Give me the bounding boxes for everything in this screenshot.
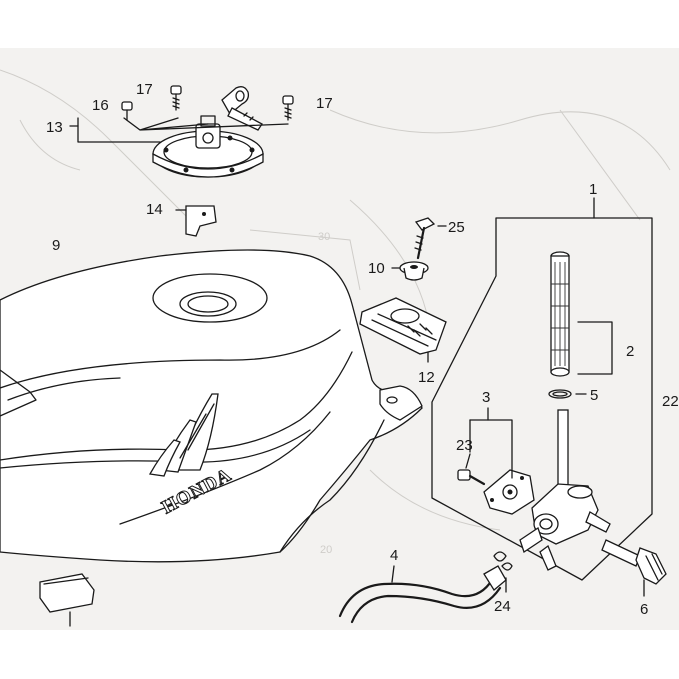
callout-2: 2 xyxy=(626,343,634,360)
screw-23 xyxy=(457,453,486,486)
o-ring-5 xyxy=(548,389,587,399)
bottom-left-part xyxy=(39,573,95,627)
petcock-valve xyxy=(519,409,611,571)
callout-16: 16 xyxy=(92,97,109,114)
callout-3: 3 xyxy=(482,389,490,406)
clip-14 xyxy=(175,205,217,237)
svg-text:30: 30 xyxy=(318,231,330,243)
assembly-1-outline xyxy=(431,197,653,581)
hose-4 xyxy=(338,565,507,624)
callout-9: 9 xyxy=(52,237,60,254)
screw-16 xyxy=(121,101,133,121)
filter-screen-2 xyxy=(550,251,613,377)
callout-6: 6 xyxy=(640,601,648,618)
callout-5: 5 xyxy=(590,387,598,404)
drain-screw-6 xyxy=(601,539,667,597)
bolt-25 xyxy=(414,217,447,260)
callout-22: 22 xyxy=(662,393,679,410)
fuel-cap-assembly xyxy=(69,86,289,178)
callout-24: 24 xyxy=(494,598,511,615)
callout-10: 10 xyxy=(368,260,385,277)
callout-25: 25 xyxy=(448,219,465,236)
screw-17-left xyxy=(170,85,182,111)
callout-4: 4 xyxy=(390,547,398,564)
ghost-lines: 30 20 xyxy=(0,69,671,556)
callout-12: 12 xyxy=(418,369,435,386)
fuel-tank: HONDA xyxy=(0,249,423,563)
screw-17-right xyxy=(282,95,294,121)
callout-1: 1 xyxy=(589,181,597,198)
callout-14: 14 xyxy=(146,201,163,218)
clip-24 xyxy=(493,551,513,593)
callout-23: 23 xyxy=(456,437,473,454)
callout-17-left: 17 xyxy=(136,81,153,98)
callout-17-right: 17 xyxy=(316,95,333,112)
callout-labels: 1 2 3 4 5 6 9 10 12 13 14 16 17 17 22 23… xyxy=(46,81,679,618)
plate-12 xyxy=(359,297,447,363)
grommet-10 xyxy=(391,261,429,281)
callout-13: 13 xyxy=(46,119,63,136)
svg-text:20: 20 xyxy=(320,544,332,556)
lever-3 xyxy=(469,407,535,515)
wing-emblem xyxy=(148,393,219,477)
